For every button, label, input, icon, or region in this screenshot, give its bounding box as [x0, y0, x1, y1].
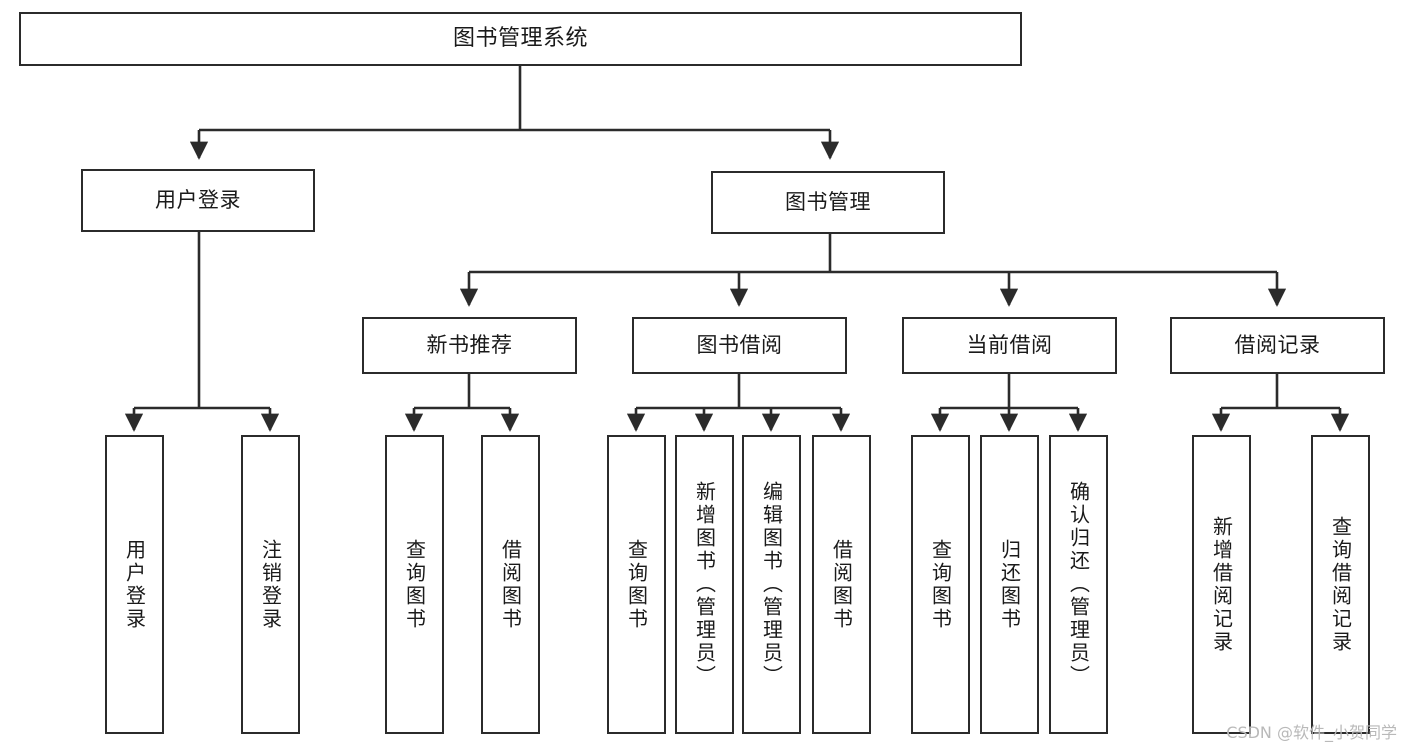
leaf-confirm-return-label: 确认归还（管理员） [1066, 481, 1091, 688]
node-user-login-label: 用户登录 [155, 188, 241, 213]
leaf-user-login[interactable]: 用户登录 [105, 435, 164, 734]
csdn-watermark: CSDN @软件_小贺同学 [1226, 723, 1397, 742]
leaf-confirm-return[interactable]: 确认归还（管理员） [1049, 435, 1108, 734]
leaf-return-book-label: 归还图书 [997, 538, 1022, 631]
node-book-borrow[interactable]: 图书借阅 [632, 317, 847, 374]
leaf-query-book-3-label: 查询图书 [928, 538, 953, 631]
node-book-borrow-label: 图书借阅 [696, 333, 783, 358]
leaf-borrow-book-2[interactable]: 借阅图书 [812, 435, 871, 734]
node-current-borrow-label: 当前借阅 [966, 333, 1053, 358]
leaf-query-record-label: 查询借阅记录 [1328, 515, 1353, 654]
node-root[interactable]: 图书管理系统 [19, 12, 1022, 66]
leaf-query-book-3[interactable]: 查询图书 [911, 435, 970, 734]
leaf-query-book-1-label: 查询图书 [402, 538, 427, 631]
leaf-return-book[interactable]: 归还图书 [980, 435, 1039, 734]
leaf-edit-book[interactable]: 编辑图书（管理员） [742, 435, 801, 734]
node-user-login[interactable]: 用户登录 [81, 169, 315, 232]
node-book-manage[interactable]: 图书管理 [711, 171, 945, 234]
leaf-add-record-label: 新增借阅记录 [1209, 515, 1234, 654]
leaf-user-login-label: 用户登录 [122, 538, 147, 631]
leaf-add-book[interactable]: 新增图书（管理员） [675, 435, 734, 734]
leaf-query-record[interactable]: 查询借阅记录 [1311, 435, 1370, 734]
leaf-borrow-book-1[interactable]: 借阅图书 [481, 435, 540, 734]
leaf-query-book-2[interactable]: 查询图书 [607, 435, 666, 734]
leaf-query-book-1[interactable]: 查询图书 [385, 435, 444, 734]
node-new-book-recommend-label: 新书推荐 [426, 333, 513, 358]
node-new-book-recommend[interactable]: 新书推荐 [362, 317, 577, 374]
leaf-add-book-label: 新增图书（管理员） [692, 481, 717, 688]
node-book-manage-label: 图书管理 [785, 190, 871, 215]
node-borrow-record-label: 借阅记录 [1234, 333, 1321, 358]
leaf-edit-book-label: 编辑图书（管理员） [759, 481, 784, 688]
node-borrow-record[interactable]: 借阅记录 [1170, 317, 1385, 374]
node-current-borrow[interactable]: 当前借阅 [902, 317, 1117, 374]
leaf-add-record[interactable]: 新增借阅记录 [1192, 435, 1251, 734]
leaf-user-logout[interactable]: 注销登录 [241, 435, 300, 734]
leaf-query-book-2-label: 查询图书 [624, 538, 649, 631]
leaf-borrow-book-2-label: 借阅图书 [829, 538, 854, 631]
leaf-borrow-book-1-label: 借阅图书 [498, 538, 523, 631]
leaf-user-logout-label: 注销登录 [258, 538, 283, 631]
node-root-label: 图书管理系统 [452, 26, 588, 52]
